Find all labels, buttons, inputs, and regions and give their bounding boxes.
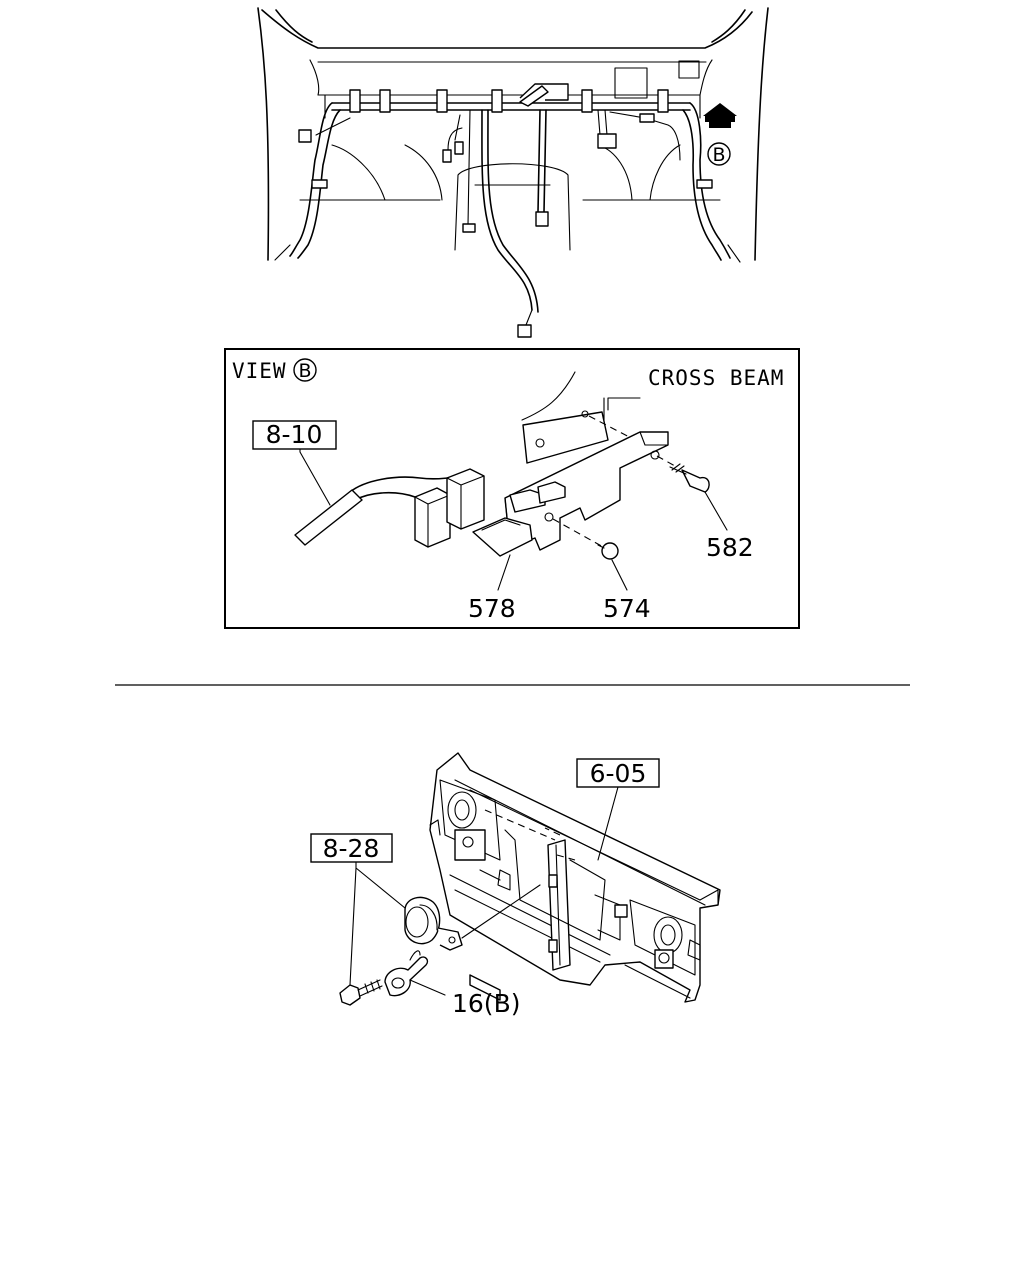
part-574-label: 574 xyxy=(603,594,651,623)
ref-8-28-box xyxy=(310,833,393,863)
cross-beam-label: CROSS BEAM xyxy=(648,366,784,390)
ref-8-28-label: 8-28 xyxy=(323,834,380,863)
dashboard-harness-illustration: B xyxy=(257,7,769,338)
view-b-title-marker: B xyxy=(298,360,311,382)
view-b-marker-circle xyxy=(707,142,731,166)
part-578-label: 578 xyxy=(468,594,516,623)
ref-8-10-box xyxy=(252,420,337,450)
view-b-detail: VIEW B CROSS BEAM 582 57 xyxy=(224,348,800,629)
part-16b-label: 16(B) xyxy=(452,989,520,1018)
part-582-label: 582 xyxy=(706,533,754,562)
ref-8-10-label: 8-10 xyxy=(266,420,323,449)
ref-6-05-box xyxy=(576,758,660,788)
ref-6-05-label: 6-05 xyxy=(590,759,647,788)
radiator-support-illustration: 6-05 8-28 16(B) xyxy=(310,752,721,1018)
view-b-title: VIEW xyxy=(232,359,287,383)
view-b-marker-label: B xyxy=(712,144,725,166)
view-b-frame xyxy=(224,348,800,629)
view-b-title-circle xyxy=(293,358,317,382)
